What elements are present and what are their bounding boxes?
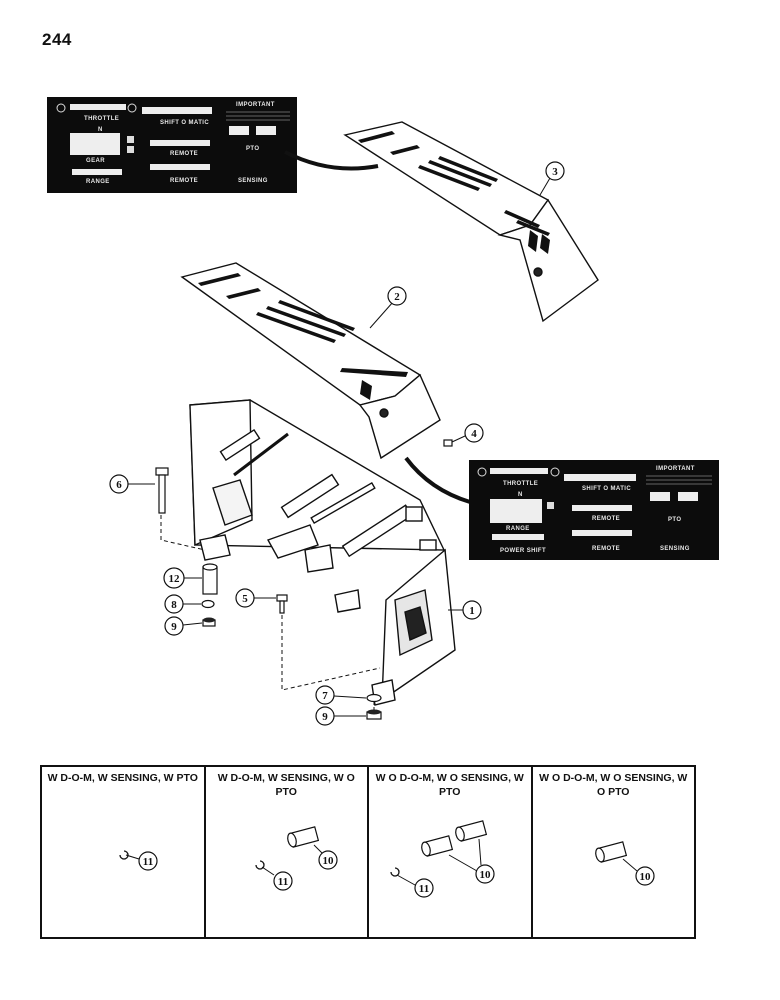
callout-2-label: 2	[394, 291, 400, 303]
bolt-part-5	[276, 594, 288, 614]
spacer-part-10	[286, 826, 319, 848]
variant-1-parts: 11	[119, 850, 158, 871]
callout-6-label: 6	[116, 479, 122, 491]
callout-9-upper-label: 9	[171, 621, 177, 633]
lower-decal-pto: PTO	[668, 517, 681, 523]
lower-decal-range: RANGE	[506, 526, 530, 532]
panel-part-3	[343, 121, 599, 323]
upper-decal-important: IMPORTANT	[236, 102, 275, 108]
variant-title-1: W D-O-M, W SENSING, W PTO	[47, 772, 198, 784]
variant-3-parts: 10 11	[390, 820, 495, 898]
callout-4: 4	[451, 423, 484, 443]
washer-part-8	[201, 599, 215, 609]
lower-decal-panel: THROTTLE N RANGE POWER SHIFT SHIFT O MAT…	[404, 456, 719, 560]
callout-9-upper: 9	[164, 616, 203, 636]
variant-3-callout-10: 10	[480, 869, 492, 881]
nut-part-9-upper	[202, 617, 216, 627]
upper-decal-sensing: SENSING	[238, 178, 268, 184]
lower-decal-remote-2: REMOTE	[592, 546, 620, 552]
callout-1: 1	[448, 600, 482, 620]
upper-decal-panel: THROTTLE N GEAR RANGE SHIFT O MATIC REMO…	[47, 97, 297, 193]
lower-decal-shift-o-matic: SHIFT O MATIC	[582, 486, 631, 492]
callout-4-label: 4	[471, 428, 477, 440]
variant-4-callout-10: 10	[639, 871, 651, 883]
variant-3-callout-11: 11	[419, 883, 429, 895]
variant-cell-3: W O D-O-M, W O SENSING, W PTO 10 11	[369, 767, 533, 937]
retaining-ring-part-11	[119, 850, 129, 860]
upper-decal-remote-2: REMOTE	[170, 178, 198, 184]
upper-decal-range: RANGE	[86, 179, 110, 185]
lower-decal-sensing: SENSING	[660, 546, 690, 552]
upper-decal-shift-o-matic: SHIFT O MATIC	[160, 120, 209, 126]
upper-decal-remote-1: REMOTE	[170, 151, 198, 157]
callout-12-label: 12	[169, 573, 181, 585]
nut-part-9-lower	[366, 709, 382, 720]
callout-8: 8	[164, 594, 201, 614]
variant-1-callout-11: 11	[143, 856, 153, 868]
variant-2-parts: 10 11	[254, 826, 338, 891]
upper-decal-pto: PTO	[246, 146, 259, 152]
upper-decal-n: N	[98, 127, 103, 133]
lower-decal-n: N	[518, 492, 523, 498]
screw-part-4	[443, 439, 453, 447]
callout-1-label: 1	[469, 605, 475, 617]
bolt-part-6	[155, 467, 169, 514]
spacer-part-10-b	[455, 820, 488, 842]
spacer-part-12	[202, 563, 218, 595]
washer-part-7	[366, 693, 382, 703]
callout-9-lower-label: 9	[322, 711, 328, 723]
variant-cell-4: W O D-O-M, W O SENSING, W O PTO 10	[533, 767, 695, 937]
lower-decal-remote-1: REMOTE	[592, 516, 620, 522]
lower-decal-important: IMPORTANT	[656, 466, 695, 472]
variant-4-parts: 10	[594, 841, 655, 886]
lower-decal-power-shift: POWER SHIFT	[500, 548, 546, 554]
variant-2-callout-11: 11	[277, 876, 287, 888]
variant-cell-1: W D-O-M, W SENSING, W PTO 11	[42, 767, 206, 937]
variant-2-callout-10: 10	[322, 855, 334, 867]
callout-7-label: 7	[322, 690, 328, 702]
upper-decal-gear: GEAR	[86, 158, 105, 164]
lower-decal-throttle: THROTTLE	[503, 481, 538, 487]
spacer-part-10	[594, 841, 627, 863]
callout-6: 6	[109, 474, 155, 494]
callout-5-label: 5	[242, 593, 248, 605]
callout-3-label: 3	[552, 166, 558, 178]
panel-part-2	[180, 262, 441, 460]
variant-title-3: W O D-O-M, W O SENSING, W PTO	[375, 772, 524, 798]
callout-5: 5	[235, 588, 276, 608]
callout-3: 3	[539, 161, 565, 196]
variant-title-4: W O D-O-M, W O SENSING, W O PTO	[539, 772, 688, 798]
callout-7: 7	[315, 685, 367, 705]
variants-table: W D-O-M, W SENSING, W PTO 11 W D-O-M, W …	[40, 765, 696, 939]
spacer-part-10-a	[421, 835, 454, 857]
exploded-parts-diagram: THROTTLE N GEAR RANGE SHIFT O MATIC REMO…	[47, 97, 719, 726]
callout-9-lower: 9	[315, 706, 366, 726]
frame-part-1	[189, 399, 456, 706]
retaining-ring-part-11	[390, 867, 400, 877]
callout-2: 2	[369, 286, 407, 329]
callout-8-label: 8	[171, 599, 177, 611]
variant-title-2: W D-O-M, W SENSING, W O PTO	[217, 772, 355, 798]
variant-cell-2: W D-O-M, W SENSING, W O PTO 10 11	[206, 767, 369, 937]
callout-12: 12	[163, 567, 202, 589]
upper-decal-throttle: THROTTLE	[84, 116, 119, 122]
page-number: 244	[42, 30, 72, 49]
